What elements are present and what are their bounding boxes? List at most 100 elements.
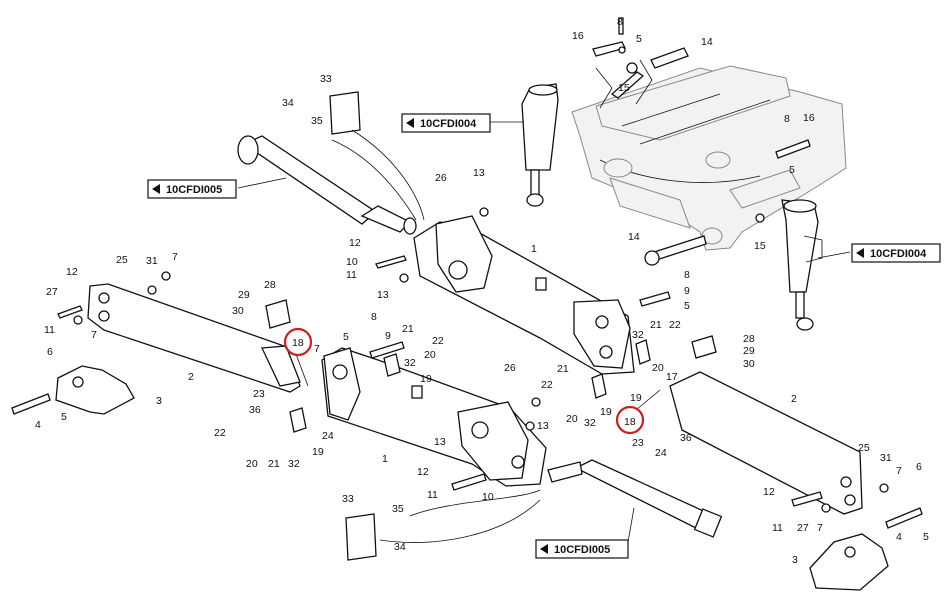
plate-upper [329, 91, 361, 135]
callout: 3 [156, 395, 162, 407]
callout: 12 [66, 266, 78, 278]
callout: 14 [628, 231, 640, 243]
callout: 29 [238, 289, 250, 301]
callout: 22 [432, 335, 444, 347]
ref-box-4: 10CFDI005 [535, 539, 629, 559]
callout: 11 [346, 269, 357, 281]
callout: 8 [617, 16, 623, 28]
callout: 3 [792, 554, 798, 566]
callout: 21 [402, 323, 414, 335]
callout: 4 [896, 531, 902, 543]
callout: 5 [343, 331, 349, 343]
callouts: 8 16 5 14 15 33 34 35 13 26 8 16 5 12 10… [35, 16, 929, 566]
callout: 8 [684, 269, 690, 281]
callout: 19 [312, 446, 324, 458]
pins-and-rods [11, 139, 923, 529]
pin-upper [592, 17, 689, 99]
callout: 34 [282, 97, 294, 109]
callout: 9 [385, 330, 391, 342]
callout: 25 [858, 442, 870, 454]
callout: 13 [537, 420, 549, 432]
callout: 32 [404, 357, 416, 369]
ref-box-2: 10CFDI004 [401, 113, 491, 133]
callout: 19 [420, 373, 432, 385]
shim-plates [265, 299, 717, 433]
callout: 17 [666, 371, 678, 383]
callout: 20 [652, 362, 664, 374]
callout: 9 [684, 285, 690, 297]
callout: 1 [382, 453, 388, 465]
callout: 11 [44, 324, 55, 336]
callout: 16 [803, 112, 815, 124]
callout: 36 [680, 432, 692, 444]
leader-lines [295, 59, 661, 543]
callout: 26 [435, 172, 447, 184]
callout: 15 [754, 240, 766, 252]
callout: 24 [655, 447, 667, 459]
callout: 23 [253, 388, 265, 400]
callout: 4 [35, 419, 41, 431]
callout: 22 [541, 379, 553, 391]
callout: 31 [880, 452, 892, 464]
callout: 32 [632, 329, 644, 341]
callout: 13 [473, 167, 485, 179]
callout: 24 [322, 430, 334, 442]
callout: 8 [784, 113, 790, 125]
highlight-circle [615, 405, 645, 435]
callout: 31 [146, 255, 158, 267]
callout: 10 [482, 491, 494, 503]
callout: 12 [417, 466, 429, 478]
ref-arrows [237, 121, 851, 543]
callout: 13 [377, 289, 389, 301]
callout: 16 [572, 30, 584, 42]
callout: 10 [346, 256, 358, 268]
callout: 26 [504, 362, 516, 374]
callout: 7 [896, 465, 902, 477]
callout: 20 [424, 349, 436, 361]
callout: 18 [292, 337, 304, 349]
callout: 7 [91, 329, 97, 341]
callout: 21 [268, 458, 280, 470]
callout: 13 [434, 436, 446, 448]
callout: 11 [427, 489, 438, 501]
callout: 2 [791, 393, 797, 405]
ref-label: 10CFDI004 [420, 118, 477, 130]
callout: 25 [116, 254, 128, 266]
callout: 22 [214, 427, 226, 439]
callout: 6 [916, 461, 922, 473]
callout: 27 [797, 522, 809, 534]
callout: 32 [584, 417, 596, 429]
ref-box-3: 10CFDI004 [851, 243, 941, 263]
callout: 36 [249, 404, 261, 416]
callout: 32 [288, 458, 300, 470]
callout: 18 [624, 416, 636, 428]
ref-label: 10CFDI005 [166, 184, 222, 196]
callout: 33 [320, 73, 332, 85]
callout: 2 [188, 371, 194, 383]
hydraulic-cylinder-left [237, 135, 417, 235]
callout: 20 [566, 413, 578, 425]
bracket-right [809, 533, 889, 591]
callout: 5 [636, 33, 642, 45]
callout: 5 [923, 531, 929, 543]
highlight-circle [283, 327, 313, 357]
callout: 7 [817, 522, 823, 534]
callout: 12 [763, 486, 775, 498]
callout: 20 [246, 458, 258, 470]
callout: 11 [772, 522, 783, 534]
callout: 30 [743, 358, 755, 370]
callout: 7 [172, 251, 178, 263]
callout: 7 [314, 343, 320, 355]
callout: 14 [701, 36, 713, 48]
mast-frame-assembly [571, 65, 847, 251]
callout: 27 [46, 286, 58, 298]
ref-box-1: 10CFDI005 [147, 179, 237, 199]
side-arm-right [669, 371, 863, 515]
callout: 21 [557, 363, 569, 375]
callout: 23 [632, 437, 644, 449]
hydraulic-cylinder-upper [521, 83, 559, 207]
callout: 34 [394, 541, 406, 553]
callout: 35 [311, 115, 323, 127]
hydraulic-cylinder-right [781, 199, 823, 331]
